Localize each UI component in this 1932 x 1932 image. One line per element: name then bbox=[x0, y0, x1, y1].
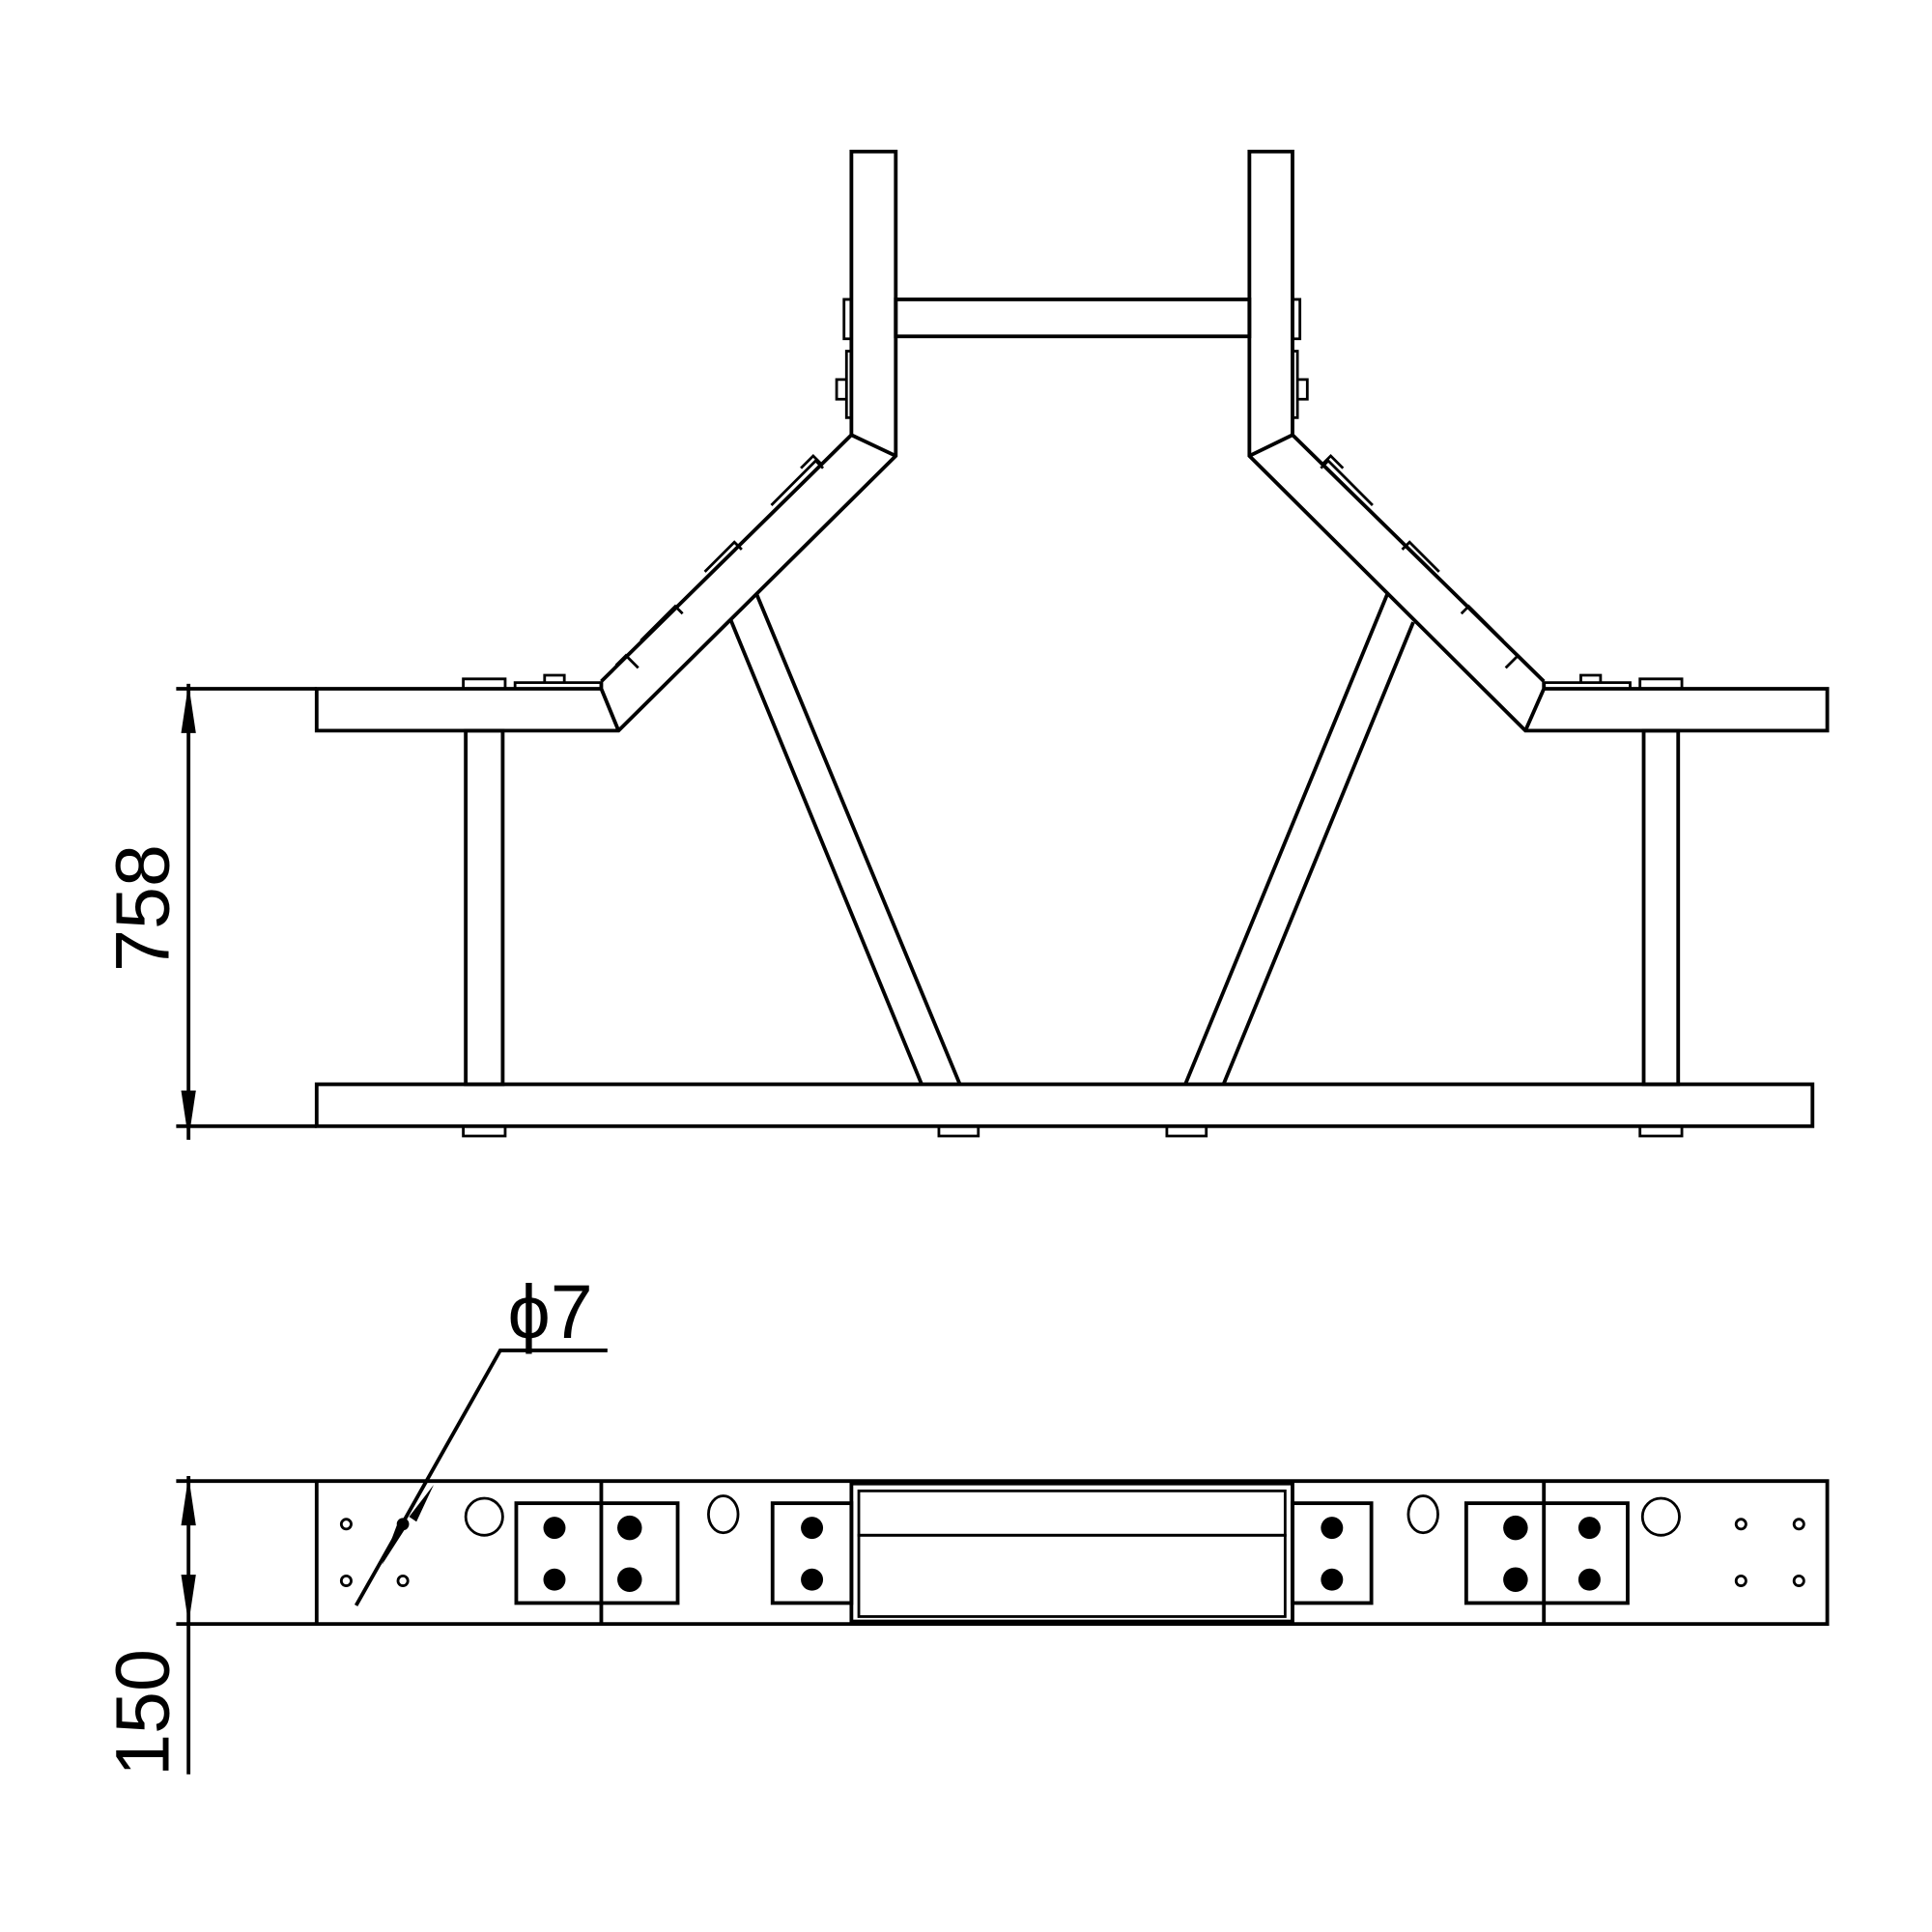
right-plate bbox=[1463, 1501, 1630, 1605]
top-view: 758 bbox=[99, 149, 1830, 1140]
center-splice-box bbox=[849, 1481, 1294, 1624]
side-outline bbox=[176, 1479, 1830, 1627]
connector-tabs bbox=[462, 298, 1684, 1138]
right-post bbox=[1641, 728, 1681, 1087]
right-inner-plate bbox=[1291, 1501, 1374, 1605]
left-plate bbox=[514, 1501, 680, 1605]
dimension-758: 758 bbox=[99, 683, 317, 1140]
bolts bbox=[543, 1515, 1601, 1592]
hole-diameter-leader: ϕ7 bbox=[354, 1268, 608, 1606]
dimension-label-150: 150 bbox=[99, 1649, 185, 1776]
top-crossbar bbox=[894, 298, 1252, 339]
holes bbox=[339, 1494, 1805, 1587]
left-inner-plate bbox=[770, 1501, 854, 1605]
dimension-150: 150 bbox=[99, 1476, 196, 1776]
left-flange bbox=[314, 149, 898, 733]
side-view: ϕ7 150 bbox=[99, 1268, 1830, 1776]
left-diagonal-brace bbox=[728, 593, 962, 1086]
right-flange bbox=[1247, 149, 1830, 733]
dimension-label-758: 758 bbox=[99, 844, 185, 972]
right-diagonal-brace bbox=[1183, 593, 1415, 1086]
hole-diameter-label: ϕ7 bbox=[508, 1268, 593, 1354]
bottom-rail bbox=[314, 1082, 1815, 1128]
left-post bbox=[464, 728, 505, 1087]
